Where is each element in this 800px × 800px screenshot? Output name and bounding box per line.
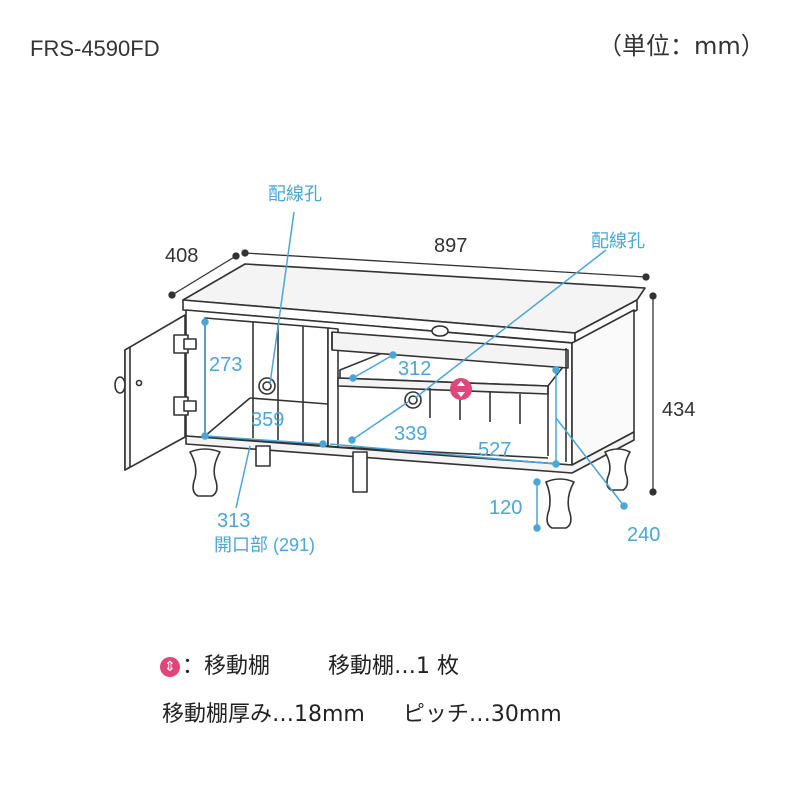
legend-movable-count: 移動棚…1 枚: [328, 654, 460, 679]
leg-front-right: [545, 478, 575, 529]
legend-row-2: 移動棚厚み…18mm ピッチ…30mm: [162, 696, 562, 728]
leg-back-center: [352, 451, 368, 493]
bottom-board: [185, 431, 635, 474]
shelf-knob: [431, 325, 449, 337]
leg-front-left: [189, 448, 221, 497]
unit-label: （単位：mm）: [598, 32, 765, 60]
dim-inner-height-left: 273: [209, 354, 242, 376]
dim-width: 897: [434, 235, 467, 257]
dim-side-depth: 240: [627, 524, 660, 546]
legend-row-1: ⇕：移動棚 移動棚…1 枚: [160, 648, 459, 680]
door-knob: [114, 376, 126, 394]
legend-movable-label: ：移動棚: [182, 654, 271, 679]
outer-dimensions: [168, 249, 657, 496]
dim-shelf-depth: 312: [398, 358, 431, 380]
legend-pitch: ピッチ…30mm: [402, 702, 562, 727]
leg-back-left: [255, 445, 271, 467]
shelf-marker-legend-icon: ⇕: [160, 657, 180, 677]
dim-leg-height: 120: [489, 497, 522, 519]
dim-door-width: 313: [217, 510, 250, 532]
dim-inner-width-right: 527: [478, 439, 511, 461]
inner-dimensions: [201, 211, 628, 532]
leg-back-right: [604, 448, 631, 491]
dim-inner-width-center: 339: [394, 423, 427, 445]
wiring-hole-left-label: 配線孔: [268, 184, 322, 204]
dim-height: 434: [662, 399, 695, 421]
dim-depth: 408: [165, 245, 198, 267]
model-number: FRS-4590FD: [30, 36, 160, 61]
dim-inner-width-left: 359: [251, 409, 284, 431]
shelf-marker-icon: [450, 378, 472, 400]
tv-stand-outline: [114, 263, 646, 529]
wiring-hole-right-label: 配線孔: [591, 231, 645, 251]
dim-opening: 開口部 (291): [214, 535, 315, 555]
legend-thickness: 移動棚厚み…18mm: [162, 702, 365, 727]
